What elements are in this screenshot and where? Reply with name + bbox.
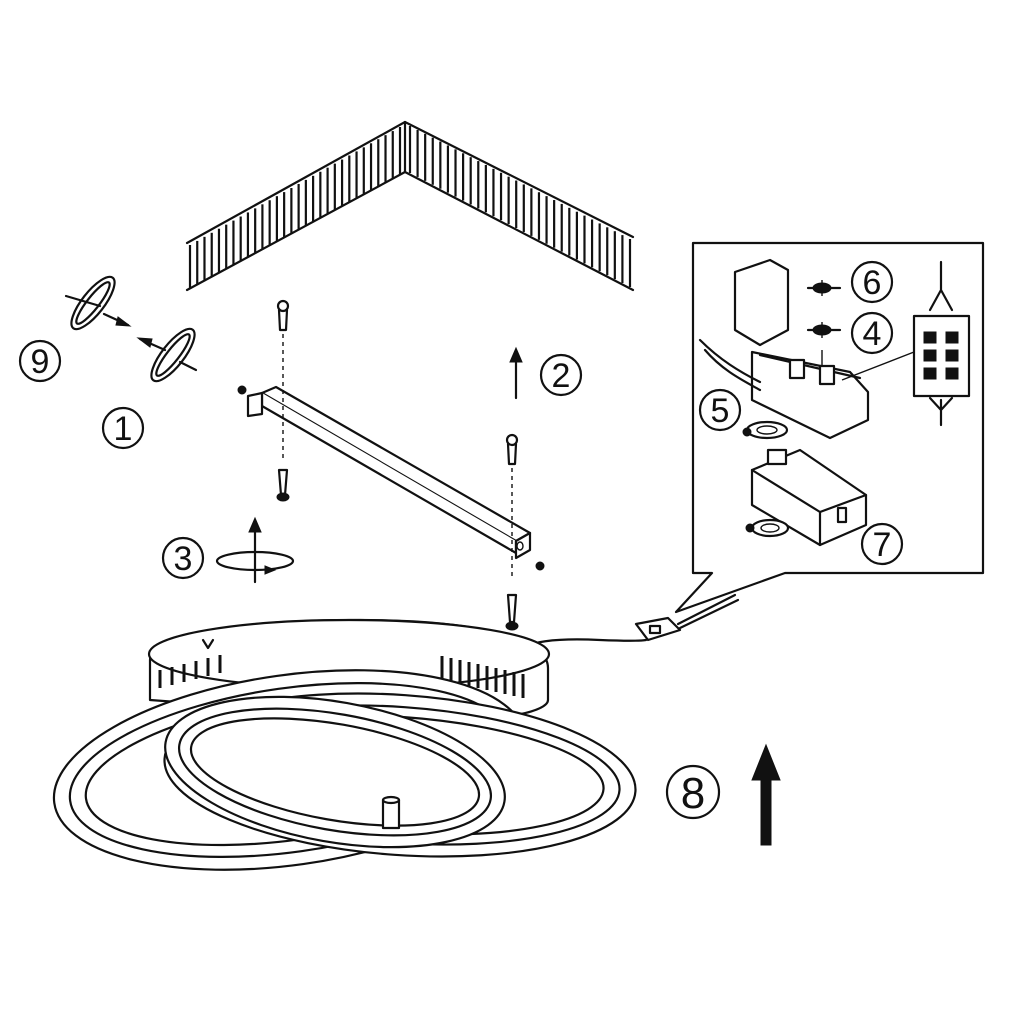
wall-plug-lower <box>136 327 198 383</box>
step-label-6: 6 <box>863 264 882 302</box>
step-badge-1: 1 <box>101 406 145 450</box>
step-label-9: 9 <box>31 343 50 381</box>
arrow-up-step2 <box>509 346 523 400</box>
step-badge-2: 2 <box>539 353 583 397</box>
connector-detail <box>841 260 971 427</box>
driver-box <box>745 448 868 547</box>
screw-right <box>505 433 519 631</box>
rotate-arrow-icon <box>215 516 295 584</box>
step-badge-9: 9 <box>18 339 62 383</box>
mounting-bracket <box>237 385 545 571</box>
wiring-detail-inset: 6 4 5 7 <box>674 241 985 614</box>
step-badge-4: 4 <box>850 311 894 355</box>
step-label-4: 4 <box>863 315 882 353</box>
step-badge-7: 7 <box>860 522 904 566</box>
ceiling-corner <box>185 120 635 292</box>
step-label-3: 3 <box>174 540 193 578</box>
power-cable <box>506 593 740 658</box>
step-label-5: 5 <box>711 392 730 430</box>
step-badge-8: 8 <box>665 764 721 820</box>
step-label-2: 2 <box>552 357 571 395</box>
step-badge-3: 3 <box>161 536 205 580</box>
arrow-up-step8 <box>751 743 781 846</box>
ceiling-lamp <box>52 618 637 871</box>
terminal-block-mount <box>698 258 870 440</box>
step-label-7: 7 <box>873 526 892 564</box>
step-label-8: 8 <box>681 769 705 818</box>
wall-plug-upper <box>64 275 132 331</box>
screw-left <box>276 299 290 502</box>
step-badge-6: 6 <box>850 260 894 304</box>
screw-small-4 <box>806 322 842 366</box>
step-label-1: 1 <box>114 410 133 448</box>
screw-small-6 <box>806 280 842 296</box>
step-badge-5: 5 <box>698 388 742 432</box>
